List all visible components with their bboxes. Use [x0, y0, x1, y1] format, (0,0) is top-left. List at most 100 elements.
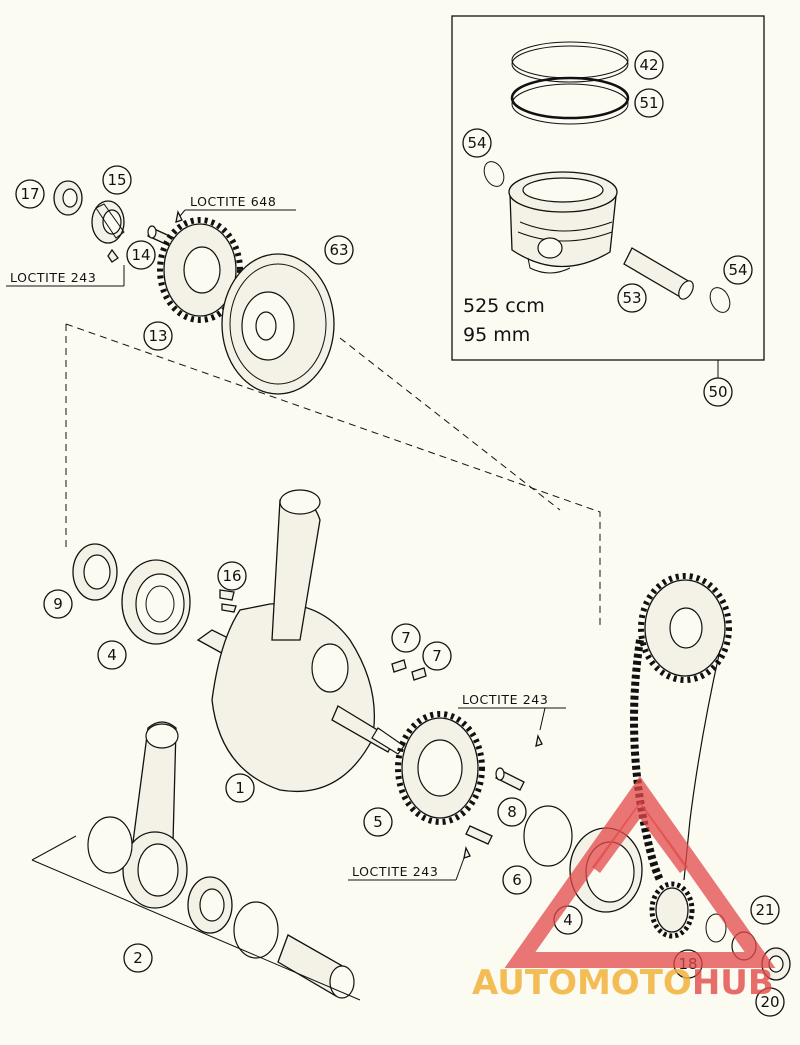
- crank-sprocket: [649, 881, 695, 939]
- chain-guide: [683, 649, 721, 881]
- circlip-18: [705, 913, 727, 943]
- svg-text:2: 2: [133, 949, 143, 967]
- bolt-14: [107, 225, 175, 263]
- svg-text:6: 6: [512, 871, 522, 889]
- svg-text:LOCTITE 243: LOCTITE 243: [462, 692, 548, 707]
- woodruff-key-7-a: [391, 659, 407, 673]
- crank-pin: [277, 934, 355, 999]
- svg-text:LOCTITE 648: LOCTITE 648: [190, 194, 276, 209]
- callout-17: 17: [15, 179, 45, 209]
- needle-bearing: [187, 876, 233, 934]
- main-bearing-4-left: [121, 559, 191, 645]
- callout-13: 13: [143, 321, 173, 351]
- svg-text:15: 15: [107, 171, 126, 189]
- crankshaft-1: [196, 489, 405, 792]
- svg-text:8: 8: [507, 803, 517, 821]
- svg-text:20: 20: [760, 993, 779, 1011]
- flywheel-63: [221, 253, 335, 395]
- piston-kit-group: 525 ccm 95 mm 42 51 54 54 53 50: [451, 15, 765, 407]
- watermark-triangle-icon: [504, 776, 776, 968]
- thrust-washer-left: [87, 816, 133, 874]
- callout-42: 42: [634, 50, 664, 80]
- assembly-line-top: [65, 323, 601, 630]
- circlip-54-left: [483, 161, 505, 187]
- svg-text:7: 7: [401, 629, 411, 647]
- svg-text:54: 54: [467, 134, 486, 152]
- balancer-gear-13: [157, 217, 243, 323]
- svg-text:17: 17: [20, 185, 39, 203]
- camshaft-sprocket: [638, 573, 732, 683]
- crankshaft-group: LOCTITE 243 LOCTITE 243 9 4 16 1 2 7 7 5…: [31, 489, 573, 1001]
- svg-text:9: 9: [53, 595, 63, 613]
- svg-text:7: 7: [432, 647, 442, 665]
- bearing-15: [91, 200, 125, 244]
- piston: [508, 171, 618, 274]
- main-bearing-4-right: [569, 827, 643, 913]
- callout-54-right: 54: [723, 255, 753, 285]
- callout-54-left: 54: [462, 128, 492, 158]
- shaft-seal-17: [53, 180, 83, 216]
- svg-text:42: 42: [639, 56, 658, 74]
- connecting-rod-2: [122, 721, 188, 909]
- callout-9: 9: [43, 589, 73, 619]
- callout-6: 6: [502, 865, 532, 895]
- piston-kit-box: [451, 15, 765, 361]
- callout-7-b: 7: [422, 641, 452, 671]
- assembly-line-flywheel: [339, 337, 561, 511]
- balancer-drive-group: LOCTITE 648 LOCTITE 243 17 15 14 13 63: [6, 165, 354, 395]
- svg-text:51: 51: [639, 94, 658, 112]
- watermark-text-a: AUTOMOTO: [472, 963, 692, 1003]
- svg-text:14: 14: [131, 246, 150, 264]
- svg-text:4: 4: [563, 911, 573, 929]
- svg-text:16: 16: [222, 567, 241, 585]
- watermark-text: AUTOMOTOHUB: [472, 963, 774, 1003]
- callout-2: 2: [123, 943, 153, 973]
- callout-51: 51: [634, 88, 664, 118]
- svg-text:4: 4: [107, 646, 117, 664]
- svg-text:53: 53: [622, 289, 641, 307]
- svg-text:5: 5: [373, 813, 383, 831]
- bolt-8: [463, 734, 543, 859]
- callout-1: 1: [225, 773, 255, 803]
- label-loctite-648-top: LOCTITE 648: [179, 194, 296, 217]
- label-loctite-243-top: LOCTITE 243: [6, 265, 125, 287]
- callout-21: 21: [750, 895, 780, 925]
- svg-text:LOCTITE 243: LOCTITE 243: [10, 270, 96, 285]
- svg-text:54: 54: [728, 261, 747, 279]
- circlip-54-right: [709, 287, 731, 313]
- callout-63: 63: [324, 235, 354, 265]
- svg-text:63: 63: [329, 241, 348, 259]
- piston-ring-42: [511, 41, 629, 83]
- displacement-text: 525 ccm: [463, 295, 545, 317]
- woodruff-key-16: [219, 589, 235, 601]
- label-loctite-243-gear: LOCTITE 243: [458, 692, 566, 731]
- thrust-washer-right: [233, 901, 279, 959]
- conrod-bracket: [31, 835, 361, 1001]
- callout-8: 8: [497, 797, 527, 827]
- watermark-text-b: HUB: [692, 963, 774, 1003]
- callout-50: 50: [703, 377, 733, 407]
- piston-pin-53: [623, 247, 694, 300]
- washer-6: [523, 805, 573, 867]
- woodruff-key-7-b: [411, 667, 427, 681]
- svg-text:LOCTITE 243: LOCTITE 243: [352, 864, 438, 879]
- timing-chain: [630, 639, 664, 882]
- callout-5: 5: [363, 807, 393, 837]
- loctite-drop-648: [175, 210, 183, 223]
- callout-16: 16: [217, 561, 247, 591]
- callout-14: 14: [126, 240, 156, 270]
- svg-text:21: 21: [755, 901, 774, 919]
- svg-text:13: 13: [148, 327, 167, 345]
- callout-53: 53: [617, 283, 647, 313]
- callout-15: 15: [102, 165, 132, 195]
- label-loctite-243-bolt: LOCTITE 243: [348, 857, 465, 881]
- primary-gear-5: [395, 711, 485, 825]
- callout-4-left: 4: [97, 640, 127, 670]
- callout-7-a: 7: [391, 623, 421, 653]
- bore-text: 95 mm: [463, 324, 530, 346]
- shaft-seal-9: [72, 543, 118, 601]
- svg-text:50: 50: [708, 383, 727, 401]
- svg-text:1: 1: [235, 779, 245, 797]
